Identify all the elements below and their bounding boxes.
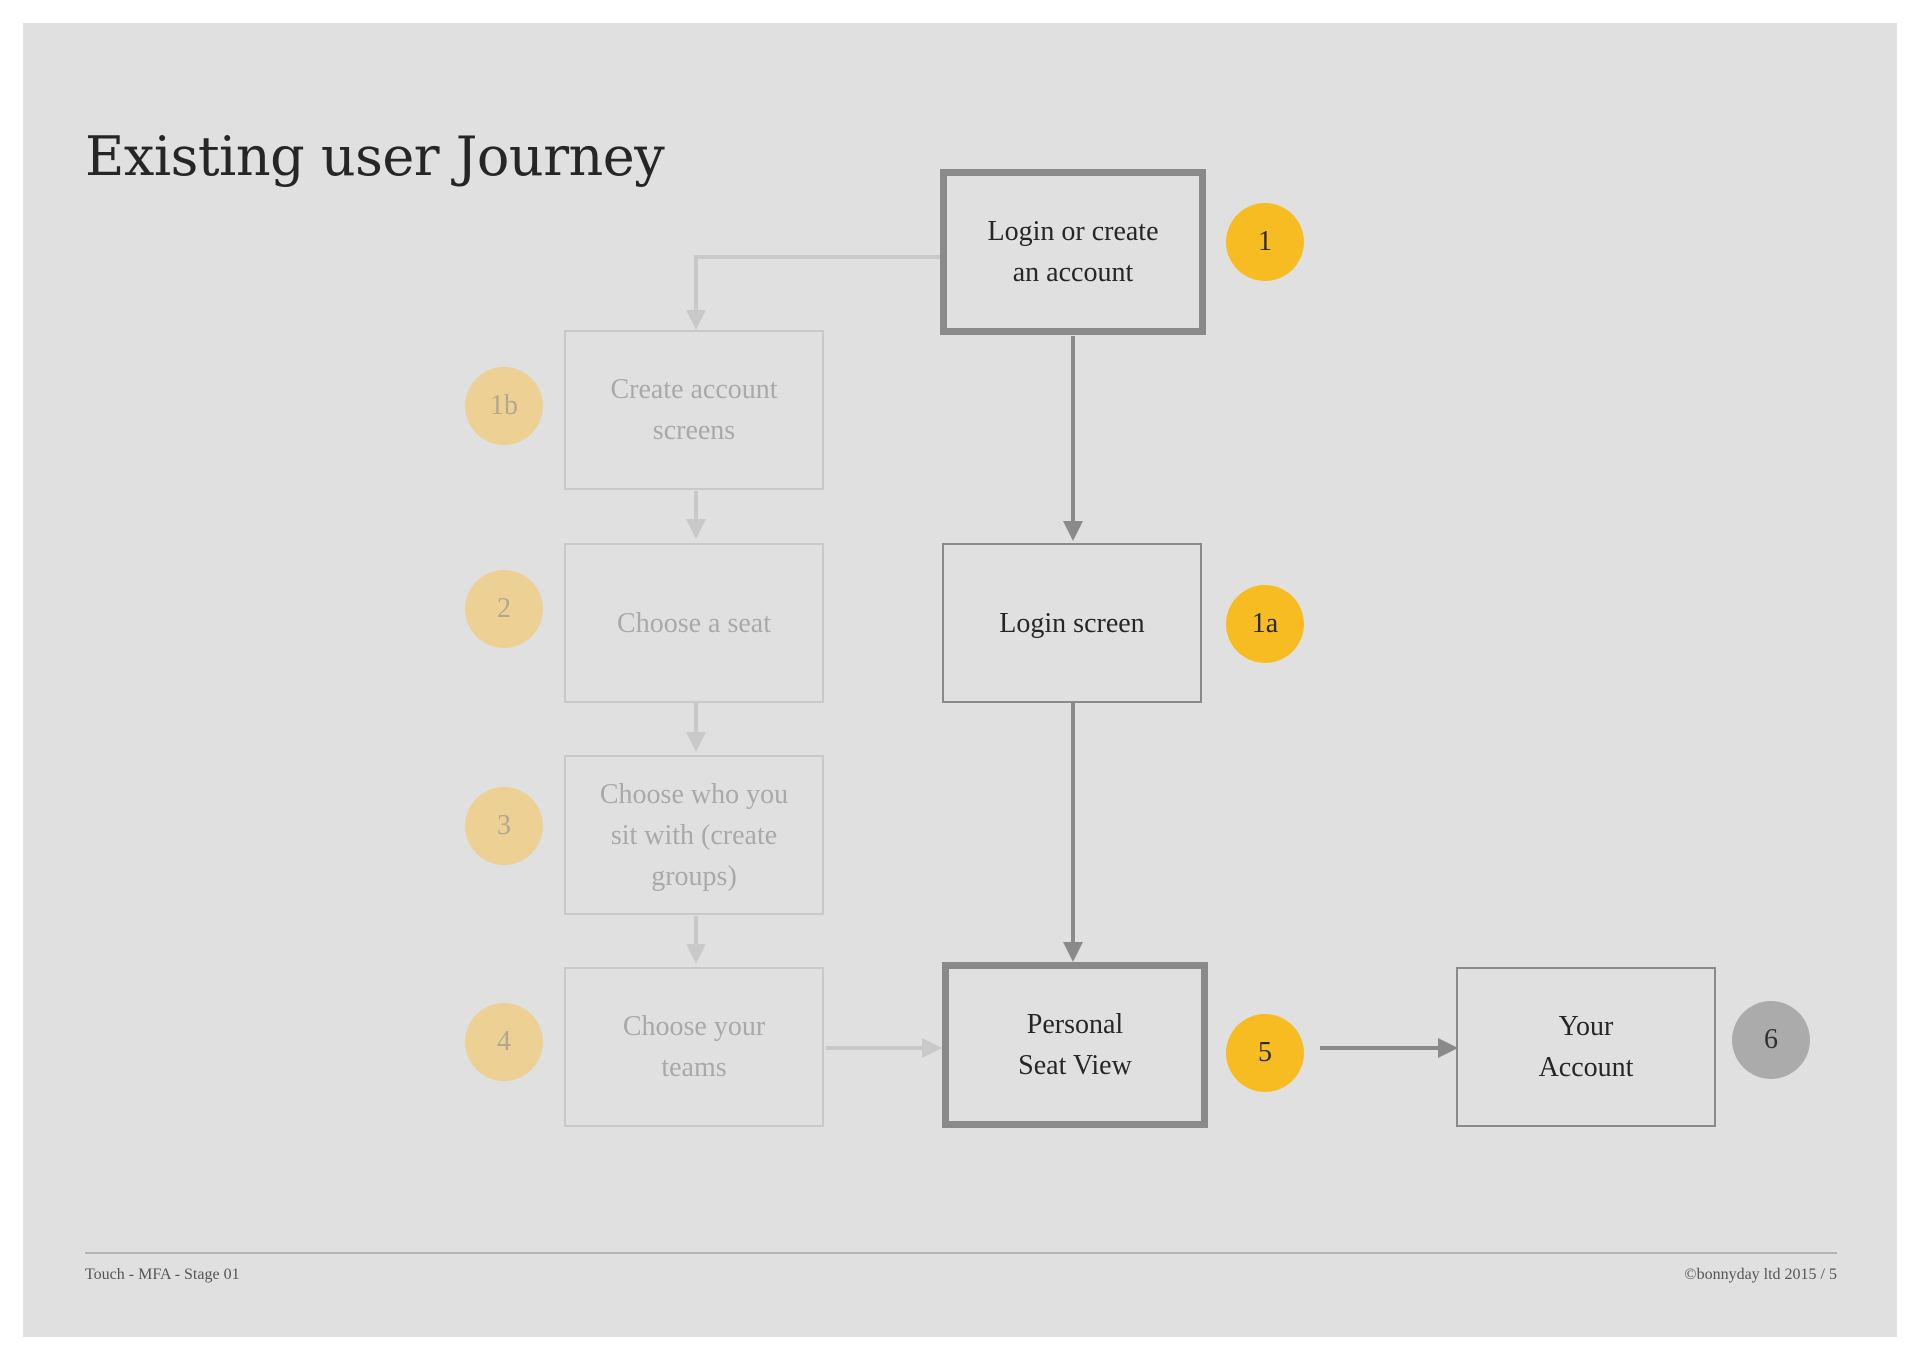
footer-divider [85,1252,1837,1254]
node-personal-seat-label: Personal Seat View [1018,1009,1132,1081]
step-badge-1: 1 [1226,203,1304,281]
footer-left-text: Touch - MFA - Stage 01 [85,1266,240,1283]
node-create-account-label: Create account screens [610,374,778,446]
node-choose-seat-label: Choose a seat [617,607,771,639]
step-badge-5: 5 [1226,1014,1304,1092]
step-badge-2: 2 [465,570,543,648]
node-login-or-create-label: Login or create an account [987,216,1159,288]
node-your-account: Your Account [1456,967,1716,1127]
node-choose-who: Choose who you sit with (create groups) [564,755,824,915]
slide-background [23,23,1897,1337]
node-your-account-label: Your Account [1538,1011,1634,1083]
node-choose-seat: Choose a seat [564,543,824,703]
footer-right-text: ©bonnyday ltd 2015 / 5 [1684,1266,1837,1283]
step-badge-3: 3 [465,787,543,865]
node-login-screen: Login screen [942,543,1202,703]
page-title: Existing user Journey [85,125,665,188]
node-personal-seat: Personal Seat View [942,962,1208,1128]
step-badge-1b: 1b [465,367,543,445]
node-choose-who-label: Choose who you sit with (create groups) [599,778,789,892]
step-badge-4: 4 [465,1003,543,1081]
node-create-account: Create account screens [564,330,824,490]
node-login-or-create: Login or create an account [940,169,1206,335]
node-choose-teams: Choose your teams [564,967,824,1127]
step-badge-6: 6 [1732,1001,1810,1079]
step-badge-1a: 1a [1226,585,1304,663]
node-choose-teams-label: Choose your teams [622,1011,766,1083]
edge-login-to-create-account [686,255,942,330]
node-login-screen-label: Login screen [999,607,1145,639]
